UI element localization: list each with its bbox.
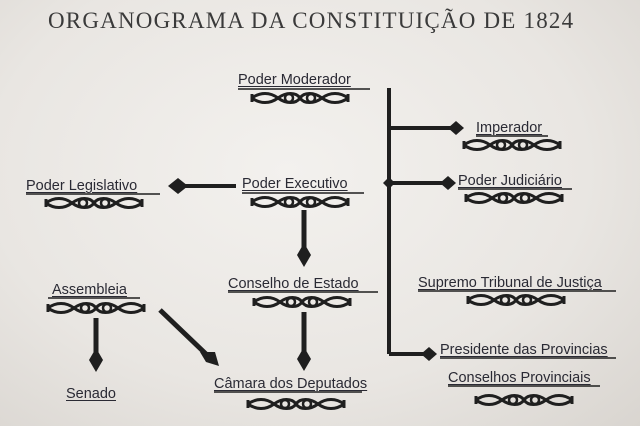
node-imperador: Imperador [476, 120, 543, 136]
ornament-executivo [250, 196, 350, 208]
node-senado: Senado [66, 386, 116, 402]
node-conselhos-provinciais: Conselhos Provinciais [448, 370, 591, 386]
node-poder-judiciario: Poder Judiciário [458, 173, 562, 189]
node-presidente-das-provincias: Presidente das Provincias [440, 342, 608, 358]
node-poder-moderador: Poder Moderador [238, 72, 351, 88]
ornament-assembleia [46, 302, 146, 314]
ornament-imperador [462, 139, 562, 151]
arrow-legislativo [168, 178, 188, 194]
arrow-judiciario [440, 176, 456, 190]
node-conselho-de-estado: Conselho de Estado [228, 276, 359, 292]
arrow-camara [297, 347, 311, 371]
junction-diamond [383, 177, 395, 189]
node-poder-executivo: Poder Executivo [242, 176, 348, 192]
node-assembleia: Assembleia [52, 282, 127, 298]
page-title: ORGANOGRAMA DA CONSTITUIÇÃO DE 1824 [48, 8, 575, 33]
ornament-moderador [250, 92, 350, 104]
arrow-conselho [297, 243, 311, 267]
arrow-assembleia-camara [200, 352, 219, 366]
ornament-conselho [252, 296, 352, 308]
ornament-supremo [466, 294, 566, 306]
node-camara-dos-deputados: Câmara dos Deputados [214, 376, 368, 392]
arrow-imperador [448, 121, 464, 135]
link-assembleia-camara [158, 308, 208, 356]
ornament-conselhos-provinciais [474, 394, 574, 406]
arrow-presidente [421, 347, 437, 361]
arrow-senado [89, 348, 103, 372]
ornament-camara [246, 398, 346, 410]
node-poder-legislativo: Poder Legislativo [26, 178, 138, 194]
ornament-judiciario [464, 192, 564, 204]
ornament-legislativo [44, 197, 144, 209]
node-supremo-tribunal: Supremo Tribunal de Justiça [418, 275, 602, 291]
